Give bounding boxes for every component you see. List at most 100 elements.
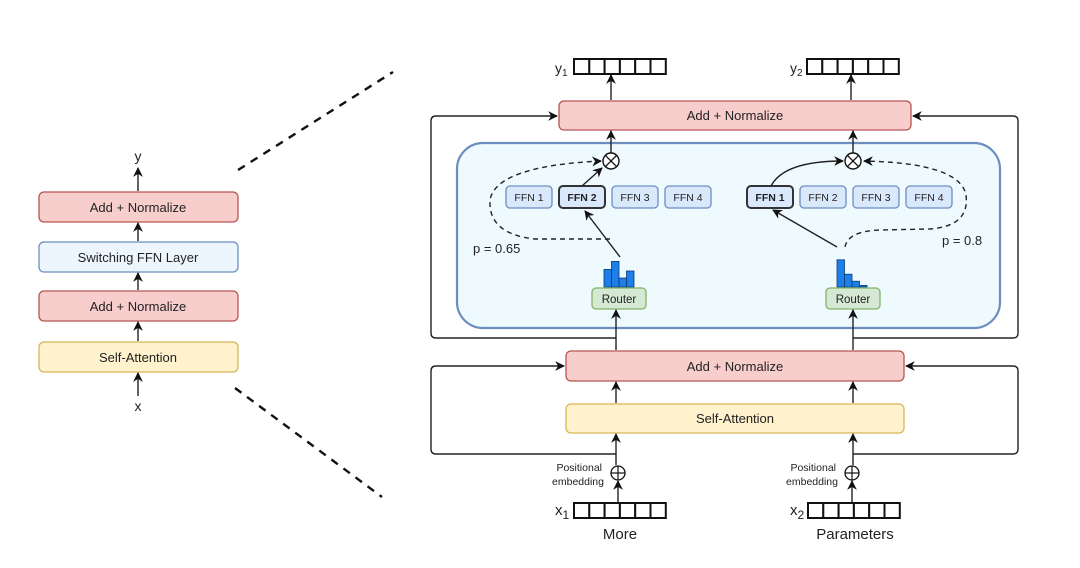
output-label-2: y2 [790, 60, 803, 79]
histogram-bar [836, 259, 845, 288]
input-word-1: More [603, 526, 637, 543]
positional-embedding-1: Positional embedding [552, 462, 626, 503]
right-norm-top-label: Add + Normalize [687, 108, 783, 123]
left-input-label: x [135, 398, 142, 414]
expert-label: FFN 3 [861, 192, 890, 204]
vector-cells [573, 502, 667, 519]
pos-emb-label-1a: Positional [556, 462, 602, 474]
vector-cell [588, 502, 606, 519]
expert-group-1: FFN 1 FFN 2 FFN 3 FFN 4 [505, 185, 712, 209]
residual-loop-top-right [853, 111, 1019, 339]
vector-cell [867, 58, 885, 75]
vector-cell [573, 502, 591, 519]
expert-group-2: FFN 1 FFN 2 FFN 3 FFN 4 [746, 185, 953, 209]
left-norm-top-label: Add + Normalize [90, 200, 186, 215]
expert-label: FFN 1 [514, 192, 543, 204]
residual-loop-top-left [430, 111, 616, 339]
output-label-1: y1 [555, 60, 568, 79]
input-word-2: Parameters [816, 526, 894, 543]
router-1: Router [591, 287, 647, 310]
expert-label: FFN 4 [914, 192, 943, 204]
vector-cell [634, 58, 652, 75]
right-self-attention: Self-Attention [565, 403, 905, 434]
expert-ffn-3: FFN 3 [852, 185, 900, 209]
router-2: Router [825, 287, 881, 310]
histogram-bar [626, 270, 635, 288]
probability-label-1: p = 0.65 [473, 241, 520, 256]
vector-cell [882, 58, 900, 75]
left-norm-bottom-label: Add + Normalize [90, 299, 186, 314]
router-2-label: Router [836, 294, 871, 306]
vector-cell [649, 58, 667, 75]
residual-loop-bottom-left [430, 361, 616, 455]
expert-label: FFN 2 [567, 192, 596, 204]
pos-emb-label-2b: embedding [786, 476, 838, 488]
left-switching-ffn-label: Switching FFN Layer [78, 250, 199, 265]
vector-cell [649, 502, 667, 519]
vector-cell [603, 58, 621, 75]
vector-cell [837, 502, 855, 519]
input-label-1: x1 [555, 502, 570, 522]
token-1-routing: FFN 1 FFN 2 FFN 3 FFN 4 p = 0.65 Router [473, 152, 712, 310]
switching-ffn-container [455, 141, 1002, 330]
vector-cell [883, 502, 901, 519]
histogram-bar [851, 280, 860, 288]
vector-cell [807, 502, 825, 519]
vector-cells [807, 502, 901, 519]
vector-cell [634, 502, 652, 519]
router-histogram-1 [603, 260, 635, 288]
vector-cell [806, 58, 824, 75]
histogram-bar [611, 260, 620, 288]
add-node-1 [610, 465, 626, 481]
vector-cell [868, 502, 886, 519]
vector-cell [851, 58, 870, 75]
input-vector-2: x2 Parameters [790, 502, 901, 543]
input-label-2: x2 [790, 502, 805, 522]
vector-cell [588, 58, 606, 75]
vector-cell [821, 58, 839, 75]
right-norm-top: Add + Normalize [558, 100, 912, 131]
expert-ffn-4: FFN 4 [664, 185, 712, 209]
output-vector-2: y2 [790, 58, 900, 79]
expert-label: FFN 2 [808, 192, 837, 204]
histogram-bar [859, 284, 868, 288]
residual-loop-bottom-right [853, 361, 1019, 455]
vector-cells [806, 58, 900, 75]
add-node-2 [844, 465, 860, 481]
multiply-node-2 [844, 152, 862, 170]
vector-cell [618, 502, 637, 519]
vector-cells [573, 58, 667, 75]
expert-label: FFN 4 [673, 192, 702, 204]
probability-path-2 [844, 156, 968, 248]
output-vector-1: y1 [555, 58, 667, 79]
expert-label: FFN 3 [620, 192, 649, 204]
vector-cell [618, 58, 637, 75]
right-norm-bottom-label: Add + Normalize [687, 359, 783, 374]
arrow-ffn2-to-mult [581, 167, 603, 187]
left-norm-bottom: Add + Normalize [38, 290, 239, 322]
left-block: y Add + Normalize Switching FFN Layer Ad… [38, 148, 239, 414]
right-self-attention-label: Self-Attention [696, 411, 774, 426]
expert-ffn-4: FFN 4 [905, 185, 953, 209]
right-norm-bottom: Add + Normalize [565, 350, 905, 382]
input-vector-1: x1 More [555, 502, 667, 543]
vector-cell [852, 502, 871, 519]
arrow-router-to-ffn2 [584, 210, 621, 258]
left-output-label: y [135, 148, 142, 164]
expert-ffn-2: FFN 2 [799, 185, 847, 209]
vector-cell [603, 502, 621, 519]
left-self-attention: Self-Attention [38, 341, 239, 373]
expert-ffn-1-selected: FFN 1 [746, 185, 794, 209]
expert-ffn-3: FFN 3 [611, 185, 659, 209]
zoom-line-bottom [234, 387, 383, 498]
arrow-ffn1-to-mult [770, 156, 844, 187]
arrow-router-to-ffn1 [772, 209, 838, 248]
expert-label: FFN 1 [755, 192, 784, 204]
vector-cell [822, 502, 840, 519]
positional-embedding-2: Positional embedding [786, 462, 860, 503]
vector-cell [573, 58, 591, 75]
left-norm-top: Add + Normalize [38, 191, 239, 223]
pos-emb-label-1b: embedding [552, 476, 604, 488]
